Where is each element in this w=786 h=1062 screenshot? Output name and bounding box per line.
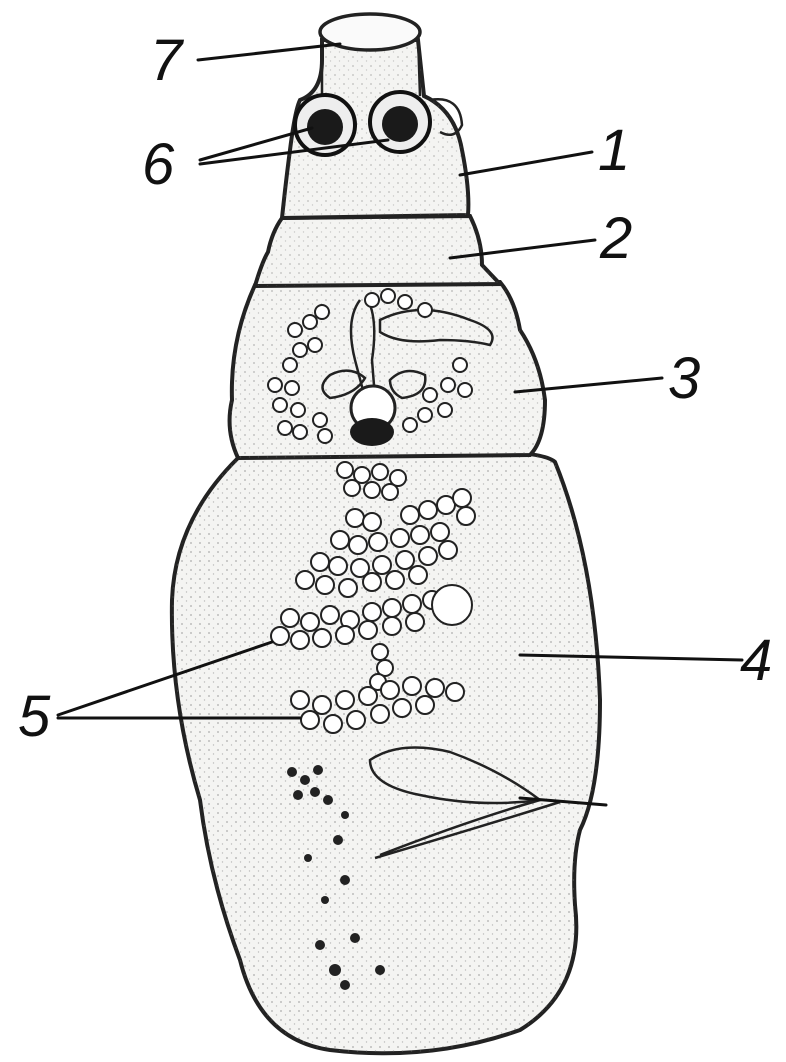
label-4: 4 (740, 628, 772, 693)
leader-1 (460, 152, 592, 175)
label-6: 6 (142, 132, 175, 197)
label-5: 5 (18, 684, 51, 749)
label-1: 1 (598, 118, 630, 183)
leader-7 (198, 44, 340, 60)
label-7: 7 (150, 28, 185, 93)
label-3: 3 (668, 346, 700, 411)
segment-2-stipple (255, 216, 500, 286)
label-2: 2 (599, 206, 632, 271)
